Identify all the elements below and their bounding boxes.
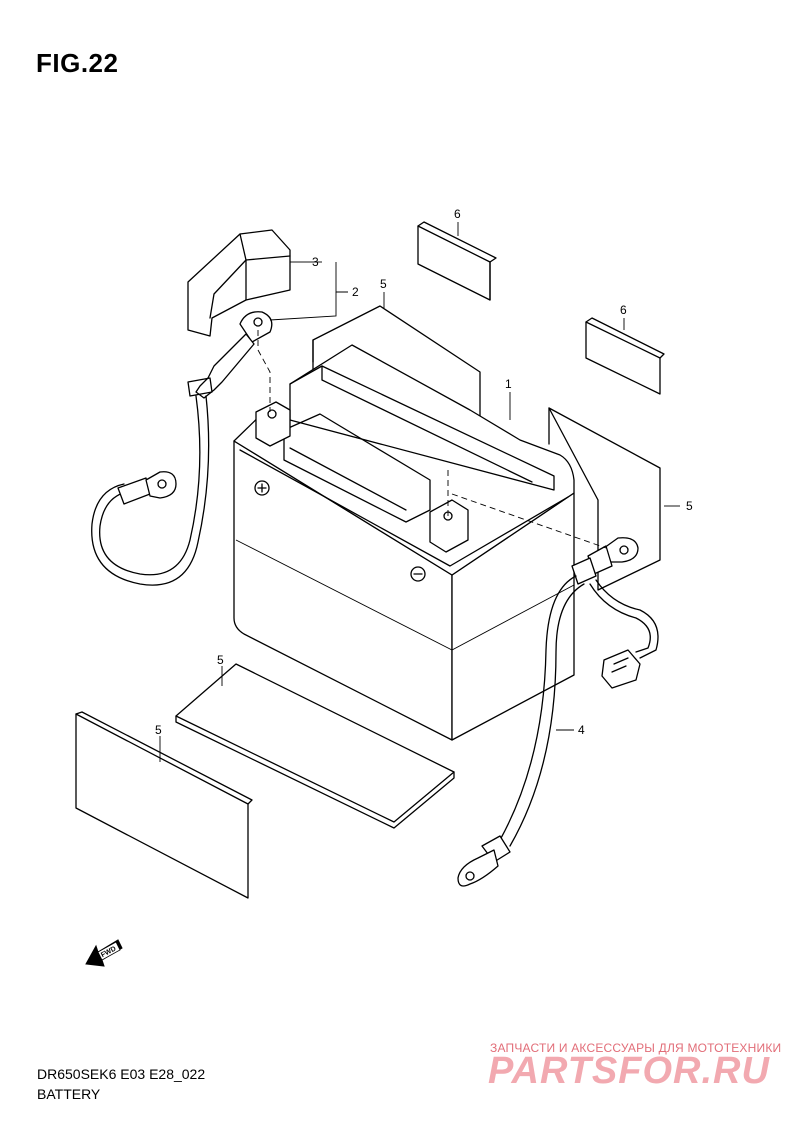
callout-4: 4 xyxy=(578,723,585,737)
terminal-cover xyxy=(187,229,291,337)
callout-2: 2 xyxy=(352,285,359,299)
callout-5-rear: 5 xyxy=(380,277,387,291)
negative-cable xyxy=(447,470,659,887)
fwd-arrow-icon: FWD xyxy=(85,939,123,967)
callout-6-upper: 6 xyxy=(454,207,461,221)
pad-6-right xyxy=(585,317,665,395)
battery xyxy=(233,344,575,741)
pad-bottom-plate xyxy=(175,663,455,829)
section-name: BATTERY xyxy=(37,1086,101,1102)
callout-5-bottom: 5 xyxy=(217,653,224,667)
watermark-tagline: ЗАПЧАСТИ И АКСЕССУАРЫ ДЛЯ МОТОТЕХНИКИ xyxy=(490,1041,782,1055)
watermark-brand: PARTSFOR.RU xyxy=(488,1050,770,1092)
model-code: DR650SEK6 E03 E28_022 xyxy=(37,1066,206,1082)
callout-6-right: 6 xyxy=(620,303,627,317)
callout-5-front: 5 xyxy=(155,723,162,737)
pad-front-vertical xyxy=(75,711,253,899)
pad-6-upper xyxy=(417,221,497,301)
callout-1: 1 xyxy=(505,377,512,391)
figure-title: FIG.22 xyxy=(36,48,119,78)
leader-lines xyxy=(159,222,680,762)
callout-3: 3 xyxy=(312,255,319,269)
fwd-label: FWD xyxy=(100,946,117,960)
positive-cable xyxy=(91,311,273,586)
callout-5-right: 5 xyxy=(686,499,693,513)
